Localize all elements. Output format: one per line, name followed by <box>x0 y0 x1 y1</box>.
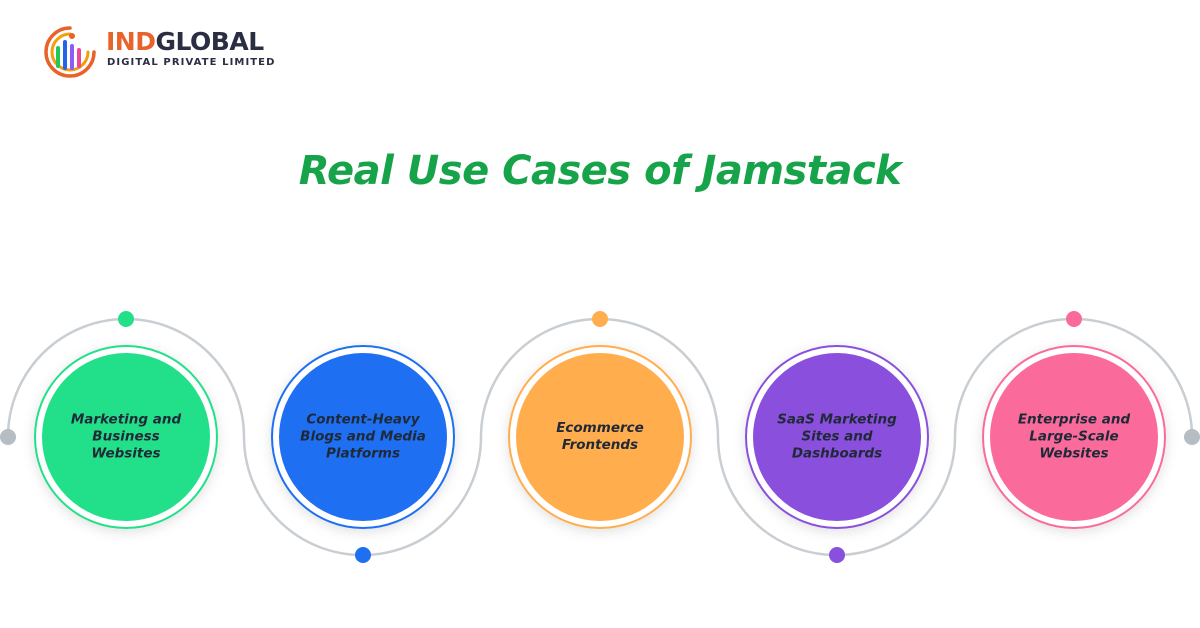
brand-tagline: DIGITAL PRIVATE LIMITED <box>107 57 276 68</box>
use-case-label-2: Content-Heavy Blogs and Media Platforms <box>300 411 426 462</box>
use-case-disc-1 <box>42 353 210 521</box>
brand-name-part1: IND <box>106 27 156 56</box>
page-title: Real Use Cases of Jamstack <box>298 148 902 194</box>
use-case-node-dot-4 <box>829 547 845 563</box>
wave-end-dot-left <box>0 429 16 445</box>
wave-end-dot-right <box>1184 429 1200 445</box>
brand-mark-icon <box>44 26 96 78</box>
use-case-disc-3 <box>516 353 684 521</box>
use-case-disc-2 <box>279 353 447 521</box>
brand-logo[interactable]: INDGLOBAL DIGITAL PRIVATE LIMITED <box>40 22 280 78</box>
use-case-disc-4 <box>753 353 921 521</box>
brand-name-part2: GLOBAL <box>155 27 264 56</box>
use-case-disc-5 <box>990 353 1158 521</box>
use-case-label-5: Enterprise and Large-Scale Websites <box>1017 411 1131 462</box>
use-case-node-dot-3 <box>592 311 608 327</box>
brand-name: INDGLOBAL <box>106 28 264 56</box>
use-case-node-dot-2 <box>355 547 371 563</box>
use-case-node-dot-5 <box>1066 311 1082 327</box>
use-case-label-1: Marketing and Business Websites <box>70 411 182 462</box>
use-case-label-3: Ecommerce Frontends <box>556 420 644 453</box>
use-case-node-dot-1 <box>118 311 134 327</box>
use-case-label-4: SaaS Marketing Sites and Dashboards <box>777 411 897 462</box>
